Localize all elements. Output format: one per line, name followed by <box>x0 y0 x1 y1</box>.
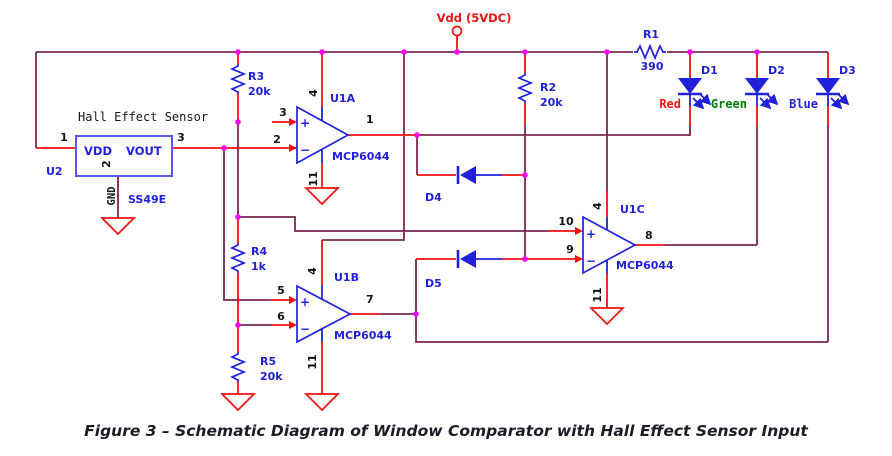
led-d1: D1 Red <box>659 52 718 111</box>
label-r1-value: 390 <box>641 60 664 73</box>
pin-number-u1c-inp: 10 <box>558 215 574 228</box>
diode-d5: D5 <box>425 248 478 290</box>
led-color-label-d2: Green <box>711 97 747 111</box>
pin-number-u1b-out: 7 <box>366 293 374 306</box>
minus-sign: − <box>300 143 310 157</box>
sensor-title: Hall Effect Sensor <box>78 110 208 124</box>
resistor-r1: R1 390 <box>633 28 667 73</box>
label-r5-ref: R5 <box>260 355 276 368</box>
pin-number-u1b-inp: 5 <box>277 284 285 297</box>
pin-number-u1a-inn: 2 <box>273 133 281 146</box>
label-r3-ref: R3 <box>248 70 264 83</box>
pin-number-u1b-inn: 6 <box>277 310 285 323</box>
input-arrow-icon <box>575 227 583 235</box>
label-r2-value: 20k <box>540 96 563 109</box>
label-r2-ref: R2 <box>540 81 556 94</box>
pin-number-u1c-vss: 11 <box>591 287 604 302</box>
net-wires-routed <box>35 51 829 343</box>
pin-number-u1a-inp: 3 <box>279 106 287 119</box>
sensor-pin1-number: 1 <box>60 131 68 144</box>
input-arrow-icon <box>289 321 297 329</box>
vdd-label: Vdd (5VDC) <box>437 11 512 25</box>
label-u1c-part: MCP6044 <box>616 259 674 272</box>
label-d5-ref: D5 <box>425 277 442 290</box>
input-arrow-icon <box>289 296 297 304</box>
ground-icon <box>305 393 339 411</box>
led-color-label-d3: Blue <box>789 97 818 111</box>
figure-caption: Figure 3 – Schematic Diagram of Window C… <box>84 422 808 440</box>
pin-number-u1c-inn: 9 <box>566 243 574 256</box>
led-d3: D3 Blue <box>789 52 856 111</box>
label-u1c-ref: U1C <box>620 203 645 216</box>
pin-number-u1a-vdd: 4 <box>307 89 320 97</box>
sensor-pin-gnd-name: GND <box>106 187 118 206</box>
label-r4-value: 1k <box>251 260 267 273</box>
pin-number-u1c-out: 8 <box>645 229 653 242</box>
ground-symbols <box>101 187 624 411</box>
pin-number-u1a-vss: 11 <box>307 171 320 186</box>
diode-leads <box>476 174 502 260</box>
input-arrow-icon <box>289 144 297 152</box>
pin-number-u1c-vdd: 4 <box>591 202 604 210</box>
plus-sign: + <box>586 227 596 241</box>
label-d4-ref: D4 <box>425 191 442 204</box>
pin-number-u1b-vdd: 4 <box>306 267 319 275</box>
plus-sign: + <box>300 295 310 309</box>
plus-sign: + <box>300 116 310 130</box>
resistor-r5: R5 20k <box>231 351 283 383</box>
label-r3-value: 20k <box>248 85 271 98</box>
input-arrow-icon <box>575 255 583 263</box>
pin-wires <box>36 35 829 394</box>
resistor-r2: R2 20k <box>518 72 563 109</box>
opamp-u1c: + − 10 9 8 4 11 U1C MCP6044 <box>558 202 674 303</box>
junction-dots <box>221 49 760 328</box>
hall-sensor-u2: Hall Effect Sensor VDD VOUT 2 1 3 U2 GND… <box>46 110 208 206</box>
sensor-body <box>75 135 173 177</box>
ground-icon <box>221 393 255 411</box>
label-u1b-ref: U1B <box>334 271 359 284</box>
opamp-u1a: + − 3 2 1 4 11 U1A MCP6044 <box>273 89 390 187</box>
ground-icon <box>101 217 135 235</box>
label-u1a-ref: U1A <box>330 92 356 105</box>
label-d1-ref: D1 <box>701 64 718 77</box>
label-u1b-part: MCP6044 <box>334 329 392 342</box>
minus-sign: − <box>300 322 310 336</box>
ground-icon <box>305 187 339 205</box>
vdd-terminal: Vdd (5VDC) <box>437 11 512 37</box>
label-r4-ref: R4 <box>251 245 267 258</box>
pin-number-u1b-vss: 11 <box>306 354 319 369</box>
pin-number-u1a-out: 1 <box>366 113 374 126</box>
diode-d4: D4 <box>425 164 478 204</box>
opamp-u1b: + − 5 6 7 4 11 U1B MCP6044 <box>277 267 392 370</box>
sensor-pin-vout-name: VOUT <box>126 144 162 158</box>
led-color-label-d1: Red <box>659 97 681 111</box>
led-d2: D2 Green <box>711 52 785 111</box>
sensor-pin-vdd-name: VDD <box>84 144 112 158</box>
label-u1a-part: MCP6044 <box>332 150 390 163</box>
label-u2-part: SS49E <box>128 193 166 206</box>
sensor-pin3-number: 3 <box>177 131 185 144</box>
input-arrow-icon <box>289 118 297 126</box>
resistor-r4: R4 1k <box>231 242 267 274</box>
label-d3-ref: D3 <box>839 64 856 77</box>
resistor-r3: R3 20k <box>231 63 271 98</box>
label-u2-ref: U2 <box>46 165 63 178</box>
label-d2-ref: D2 <box>768 64 785 77</box>
ground-icon <box>590 307 624 325</box>
label-r1-ref: R1 <box>643 28 659 41</box>
sensor-pin2-number: 2 <box>100 160 113 168</box>
label-r5-value: 20k <box>260 370 283 383</box>
minus-sign: − <box>586 254 596 268</box>
